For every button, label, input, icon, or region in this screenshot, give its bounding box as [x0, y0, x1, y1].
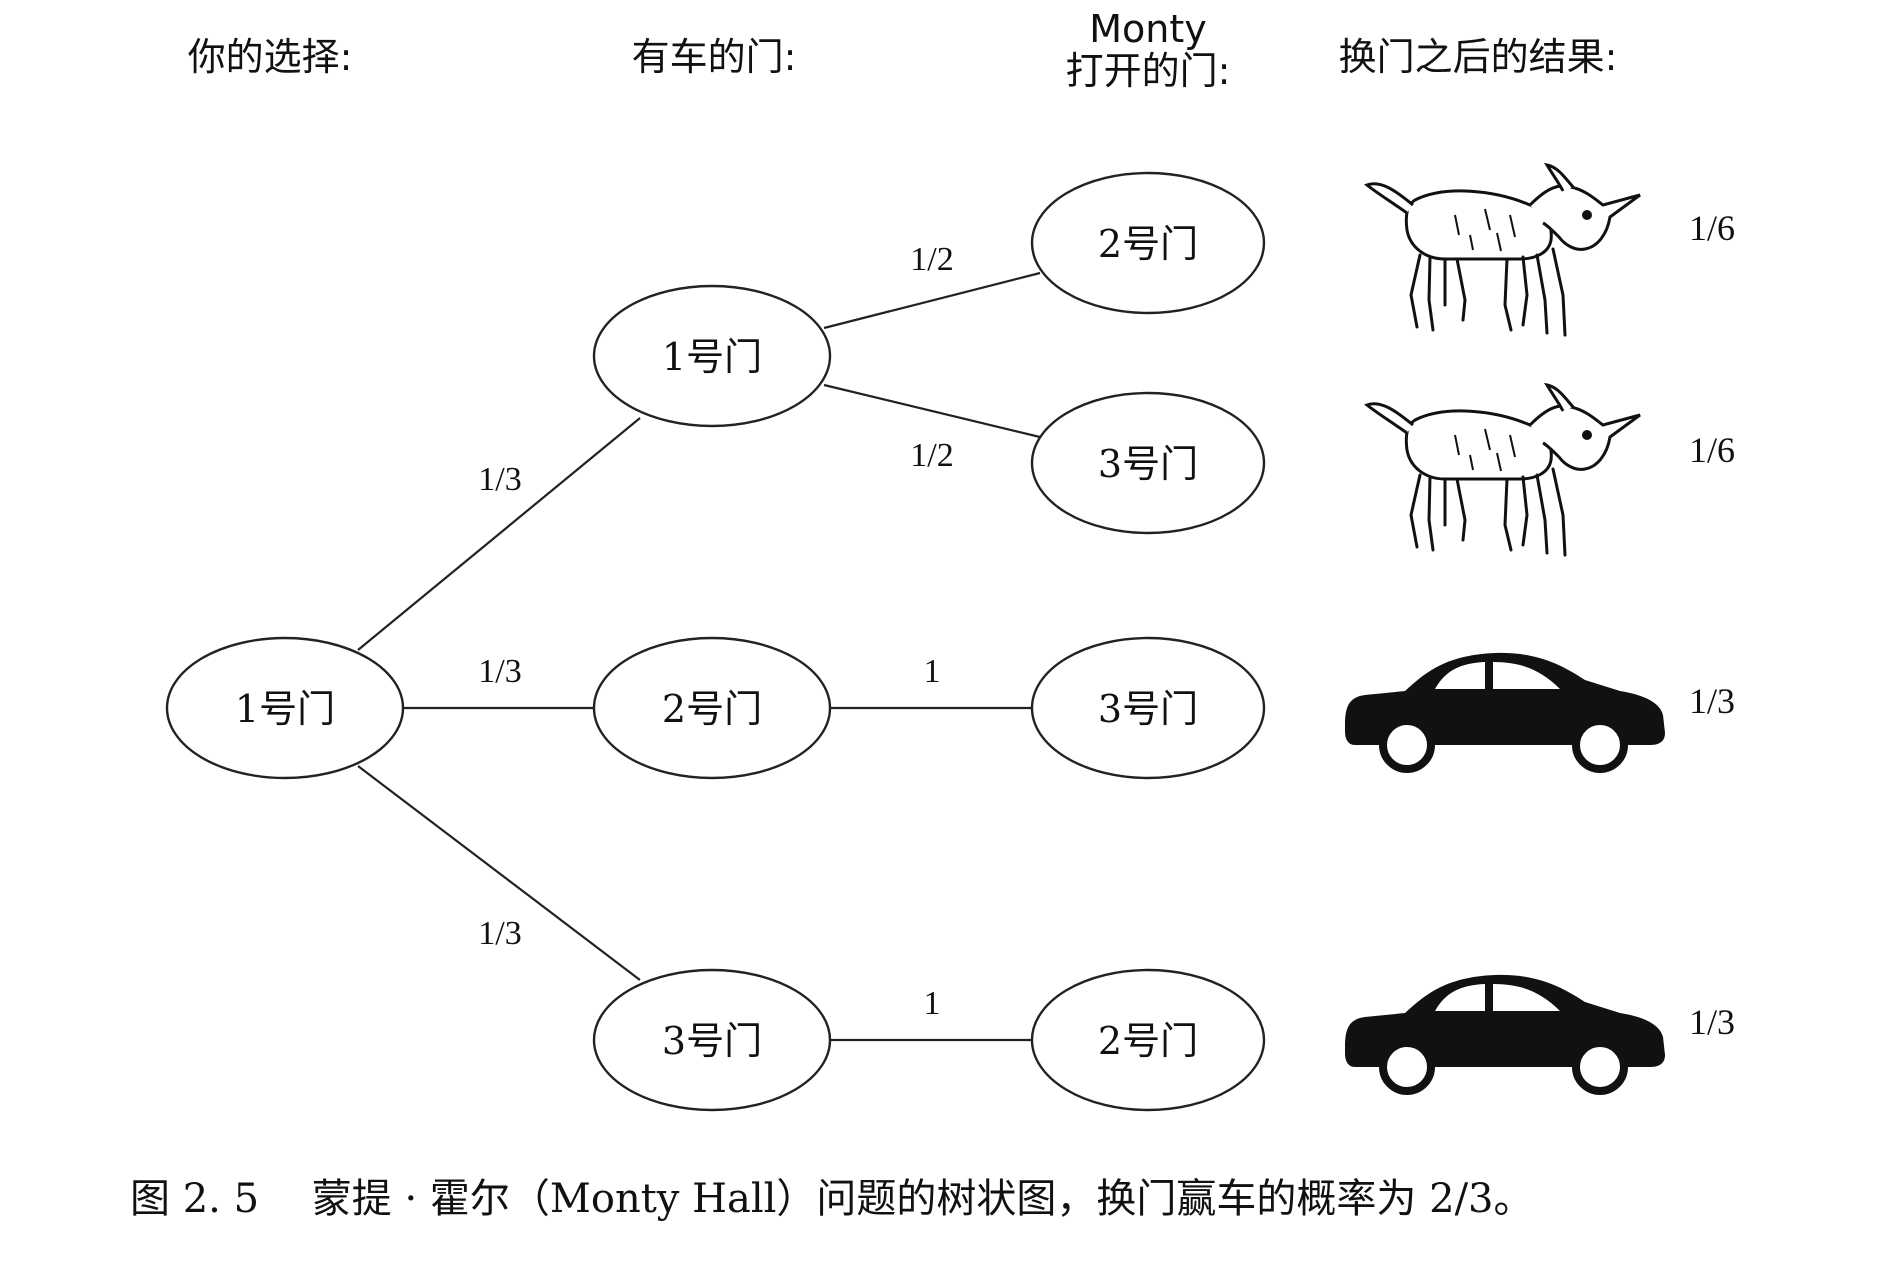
header-outcome: 换门之后的结果: [1339, 35, 1618, 79]
edge-label-car1-open-b: 1/2 [910, 437, 953, 474]
node-root: 1号门 [165, 636, 405, 780]
goat-icon [1365, 383, 1642, 557]
header-monty-line2: 打开的门: [1066, 49, 1231, 93]
edge-label-car2-open-c: 1 [924, 653, 941, 690]
node-open-door-d-label: 2号门 [1098, 1019, 1198, 1063]
car-icon [1345, 653, 1665, 769]
car-icon [1345, 975, 1665, 1091]
node-open-door-a-label: 2号门 [1098, 222, 1198, 266]
edge-label-root-car2: 1/3 [478, 653, 521, 690]
outcome-prob-2: 1/6 [1689, 430, 1735, 470]
node-open-door-c-label: 3号门 [1098, 687, 1198, 731]
edge-label-car1-open-a: 1/2 [910, 241, 953, 278]
node-open-door-d: 2号门 [1030, 968, 1266, 1112]
edge-root-car3 [357, 765, 641, 981]
node-open-door-b-label: 3号门 [1098, 442, 1198, 486]
edge-car1-open-a [823, 271, 1041, 330]
figure-caption: 图 2. 5 蒙提 · 霍尔（Monty Hall）问题的树状图，换门赢车的概率… [130, 1176, 1534, 1222]
node-car-door-3: 3号门 [592, 968, 832, 1112]
outcome-prob-1: 1/6 [1689, 208, 1735, 248]
edge-label-root-car3: 1/3 [478, 915, 521, 952]
header-monty-line1: Monty [1089, 7, 1207, 51]
node-open-door-c: 3号门 [1030, 636, 1266, 780]
header-car-door: 有车的门: [632, 35, 797, 79]
node-open-door-a: 2号门 [1030, 171, 1266, 315]
edge-label-car3-open-d: 1 [924, 985, 941, 1022]
outcome-prob-4: 1/3 [1689, 1002, 1735, 1042]
edge-root-car1 [357, 417, 641, 651]
header-your-choice: 你的选择: [188, 35, 353, 79]
node-car-door-1: 1号门 [592, 284, 832, 428]
node-car-door-3-label: 3号门 [662, 1019, 762, 1063]
edge-car1-open-b [823, 383, 1041, 439]
node-car-door-2: 2号门 [592, 636, 832, 780]
node-root-label: 1号门 [235, 687, 335, 731]
node-car-door-2-label: 2号门 [662, 687, 762, 731]
node-open-door-b: 3号门 [1030, 391, 1266, 535]
edge-label-root-car1: 1/3 [478, 461, 521, 498]
outcome-prob-3: 1/3 [1689, 681, 1735, 721]
goat-icon [1365, 163, 1642, 337]
node-car-door-1-label: 1号门 [662, 335, 762, 379]
